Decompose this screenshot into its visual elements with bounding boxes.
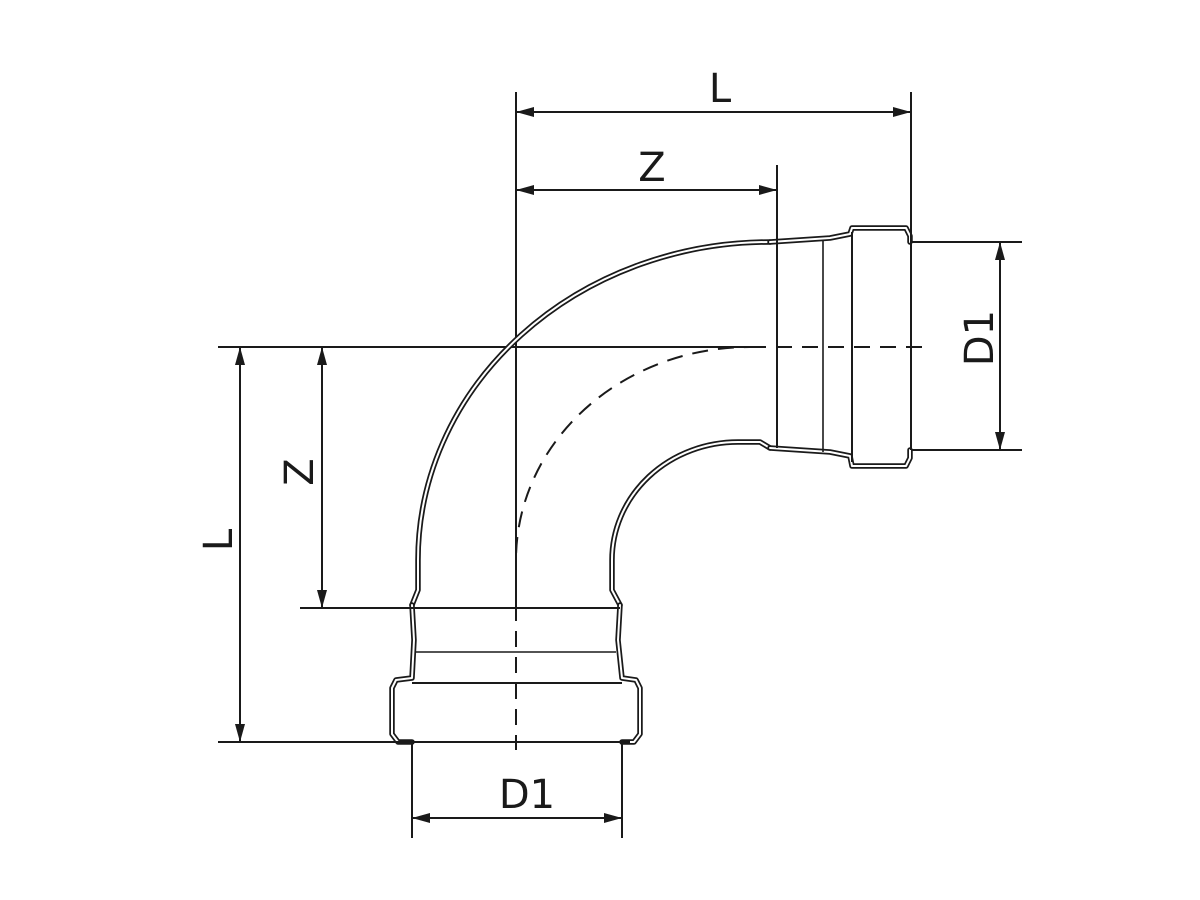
dimension-label-top-L: L — [709, 66, 732, 112]
dimension-label-left-Z: Z — [277, 458, 323, 485]
bottom-socket — [218, 602, 643, 745]
extension-lines — [411, 241, 1022, 838]
right-socket — [767, 92, 913, 469]
dimension-left-L: L — [196, 347, 245, 742]
dimension-label-top-Z: Z — [638, 145, 665, 191]
centerlines — [218, 92, 922, 750]
dimension-bottom-D1: D1 — [412, 772, 622, 823]
dimension-left-Z: Z — [277, 347, 327, 608]
bend-centerline-arc — [515, 346, 751, 605]
dimension-label-left-L: L — [196, 528, 242, 551]
dimension-top-L: L — [516, 66, 911, 117]
dimension-label-right-D1: D1 — [957, 310, 1003, 366]
pipe-body — [409, 239, 773, 608]
dimension-right-D1: D1 — [957, 242, 1005, 450]
dimension-label-bottom-D1: D1 — [499, 772, 555, 818]
dimension-top-Z: Z — [516, 145, 777, 195]
